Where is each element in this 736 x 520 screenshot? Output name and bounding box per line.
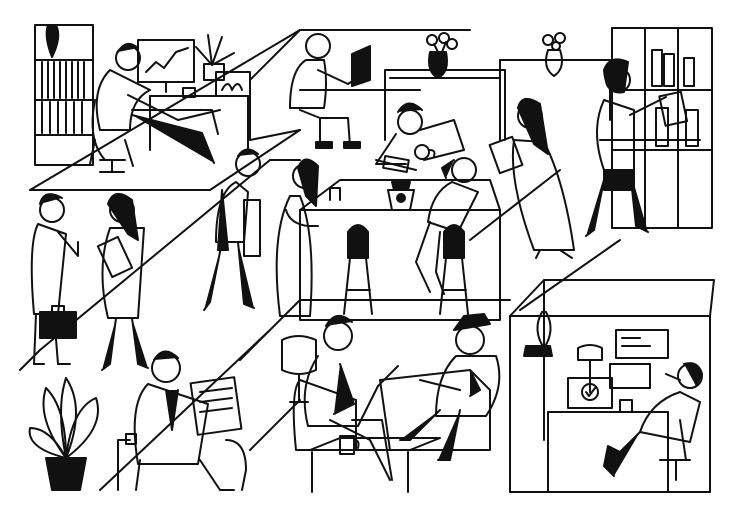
laptop-worker	[250, 30, 420, 148]
office-chair-icon	[660, 420, 690, 480]
person-reclining	[90, 44, 220, 172]
floor-lines	[20, 30, 700, 490]
floor-lamp-icon	[282, 336, 316, 374]
mug-icon	[126, 434, 136, 444]
man-reading-newspaper	[118, 351, 246, 490]
person-at-shelves	[586, 59, 687, 236]
person-at-bar	[416, 158, 478, 294]
table-flowers	[385, 33, 610, 140]
desk-lamp-icon	[578, 345, 602, 360]
phone-booth-office	[510, 280, 714, 492]
potted-plant-icon	[46, 458, 86, 490]
coffee-table-icon	[310, 438, 440, 450]
newspaper-icon	[191, 377, 242, 435]
shelf-unit-icon	[612, 28, 712, 228]
man-talking	[305, 316, 398, 480]
bar-stool-icon	[348, 225, 368, 258]
laptop-icon	[352, 46, 370, 86]
vase-icon	[47, 25, 59, 57]
man-walking	[204, 149, 260, 310]
flower-vase-icon	[429, 52, 447, 78]
lounge	[282, 336, 490, 492]
coffee-bar	[300, 180, 500, 320]
office-chair-icon	[93, 100, 125, 172]
bookshelf	[35, 25, 93, 165]
man-with-briefcase	[32, 194, 78, 364]
folder-icon	[652, 50, 662, 86]
mug-icon	[620, 400, 632, 412]
bookshelf-icon	[35, 25, 93, 165]
man-on-phone	[604, 363, 702, 480]
writing-person	[376, 103, 464, 172]
woman-with-clipboard	[98, 194, 148, 370]
briefcase-icon	[40, 312, 76, 338]
storage-shelves	[612, 28, 712, 228]
potted-plant-icon	[196, 35, 234, 65]
floor-plant	[30, 378, 98, 490]
woman-talking	[277, 159, 318, 316]
man-in-hat	[400, 314, 499, 460]
woman-with-papers	[490, 99, 574, 258]
monitor-chart-icon	[138, 40, 194, 82]
memo-board-icon	[616, 330, 668, 358]
mug-icon	[340, 436, 354, 454]
laptop-icon	[568, 378, 612, 408]
